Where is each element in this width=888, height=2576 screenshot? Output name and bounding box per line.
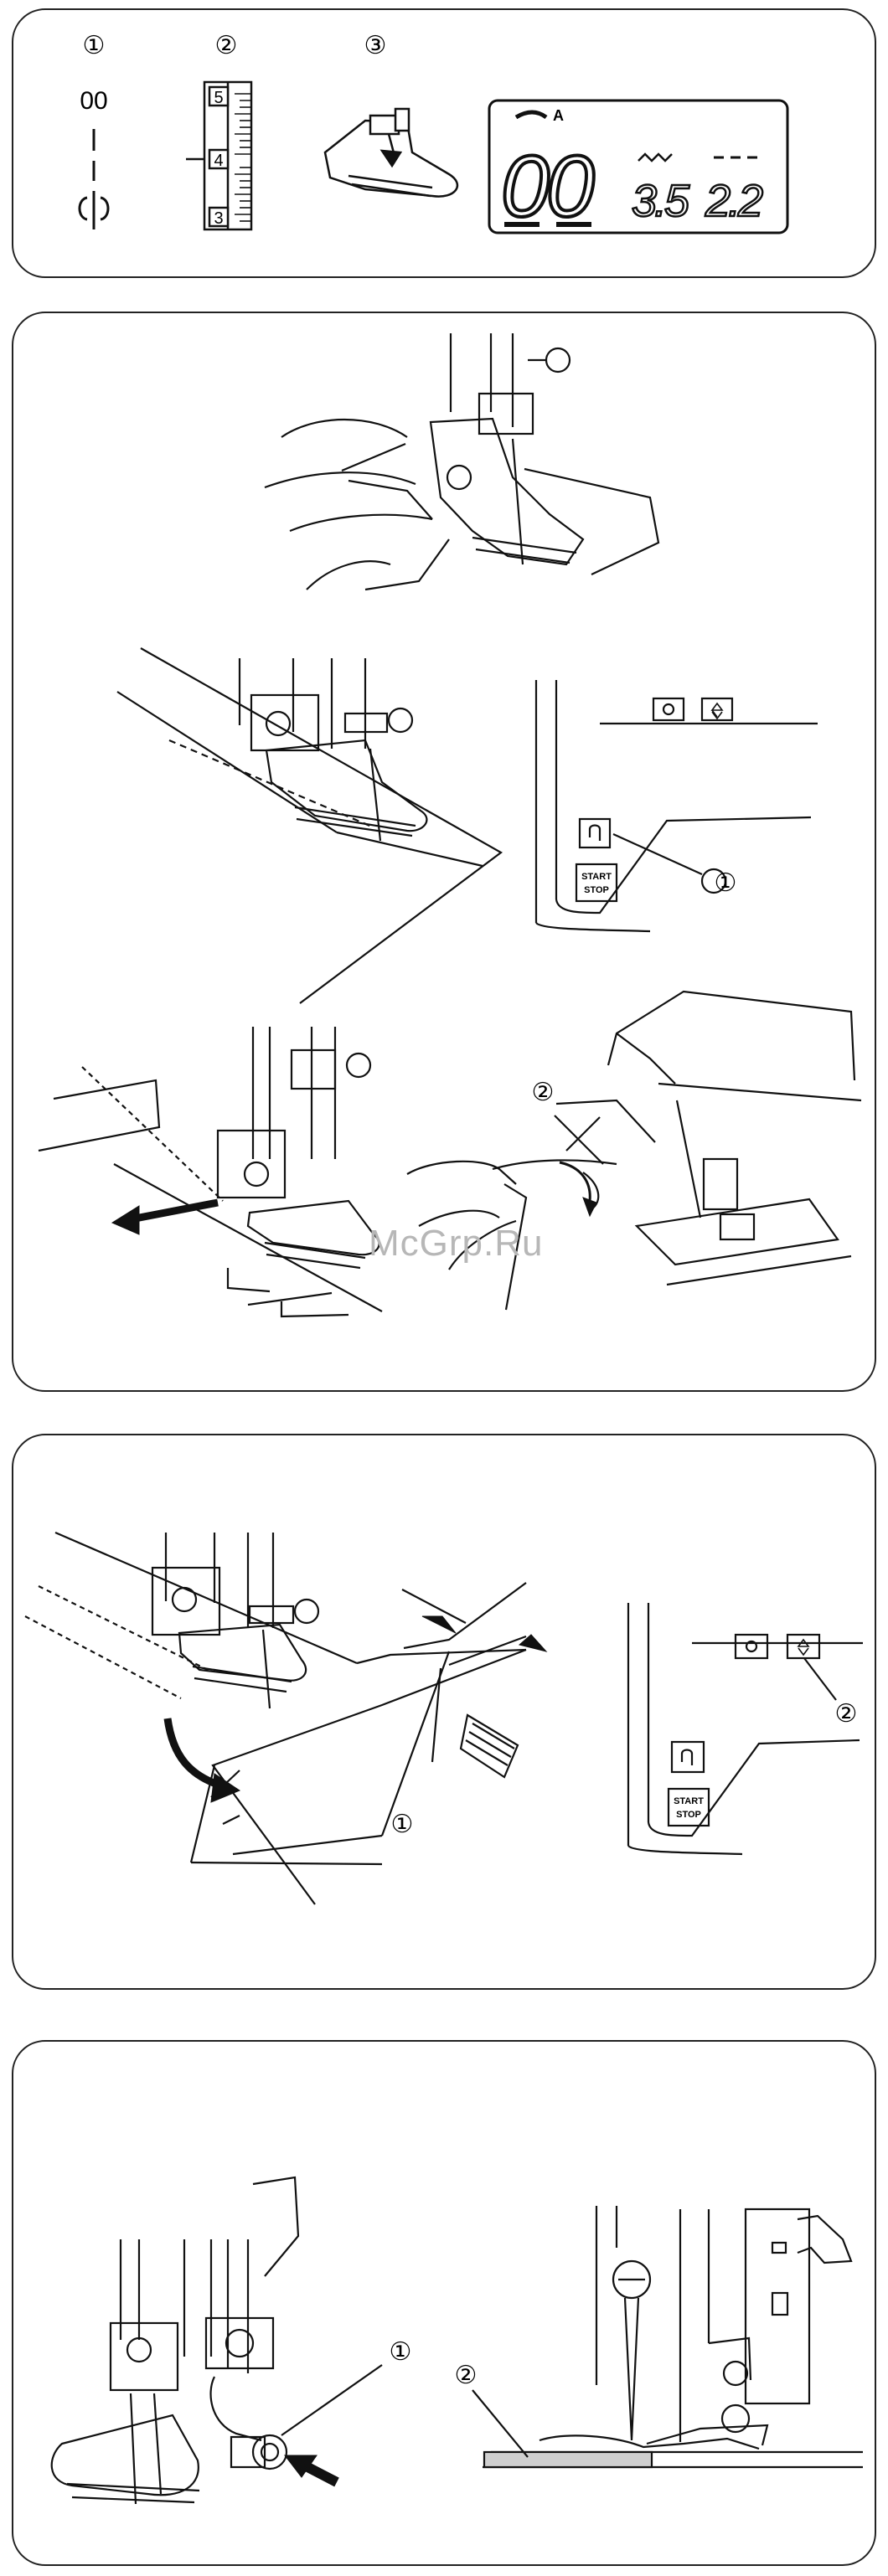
start-stop-top: START bbox=[674, 1796, 704, 1806]
up-down-needle-icon bbox=[712, 703, 722, 719]
pattern-number: 00 bbox=[80, 87, 107, 115]
settings-illustration: ① ② ③ 00 bbox=[13, 10, 876, 278]
corner-seam-illustration bbox=[55, 1533, 526, 1904]
dial-number-3: 3 bbox=[214, 209, 223, 228]
lcd-stitch-width: 3.5 bbox=[632, 176, 690, 226]
control-panel-reverse-illustration bbox=[536, 680, 818, 931]
sewing-forward-illustration bbox=[117, 648, 501, 1003]
callout-1: ① bbox=[715, 869, 737, 897]
start-stop-bottom: STOP bbox=[676, 1810, 701, 1820]
lcd-mode: A bbox=[553, 107, 564, 124]
callout-1: ① bbox=[390, 2338, 412, 2366]
settings-panel: ① ② ③ 00 bbox=[12, 8, 876, 278]
callout-2: ② bbox=[835, 1700, 858, 1728]
leveling-button-illustration: ① ② bbox=[13, 2042, 876, 2566]
feed-direction-arrow bbox=[131, 1203, 218, 1219]
hand-holding-fabric-illustration bbox=[265, 333, 658, 590]
fabric-layer bbox=[484, 2452, 652, 2467]
dial-number-5: 5 bbox=[214, 89, 223, 107]
seam-line-dashed bbox=[169, 740, 374, 827]
pull-thread-arrow bbox=[560, 1162, 590, 1201]
turning-corner-illustration: ① ② START STOP bbox=[13, 1435, 876, 1990]
marker-3: ③ bbox=[364, 32, 387, 59]
start-stop-top: START bbox=[581, 872, 612, 882]
straight-stitch-icon bbox=[80, 129, 108, 229]
callout-2: ② bbox=[532, 1079, 555, 1106]
turning-corner-panel: ① ② START STOP bbox=[12, 1434, 876, 1990]
lcd-pattern-number: 00 bbox=[501, 138, 594, 235]
lcd-stitch-length: 2.2 bbox=[705, 176, 763, 226]
leveling-button-panel: ① ② bbox=[12, 2040, 876, 2566]
control-panel-needle-illustration bbox=[628, 1603, 863, 1854]
callout-2: ② bbox=[455, 2362, 478, 2389]
start-stop-bottom: STOP bbox=[584, 885, 609, 895]
callout-1: ① bbox=[391, 1811, 414, 1838]
fabric-moving-illustration bbox=[39, 1027, 382, 1316]
foot-with-lock-button-illustration bbox=[52, 2177, 382, 2504]
up-down-needle-icon bbox=[798, 1640, 808, 1655]
marker-2: ② bbox=[215, 32, 238, 59]
side-view-foot-illustration bbox=[483, 2206, 863, 2467]
watermark: McGrp.Ru bbox=[369, 1223, 543, 1265]
dial-number-4: 4 bbox=[214, 152, 223, 170]
marker-1: ① bbox=[83, 32, 106, 59]
presser-foot-icon bbox=[325, 109, 457, 197]
